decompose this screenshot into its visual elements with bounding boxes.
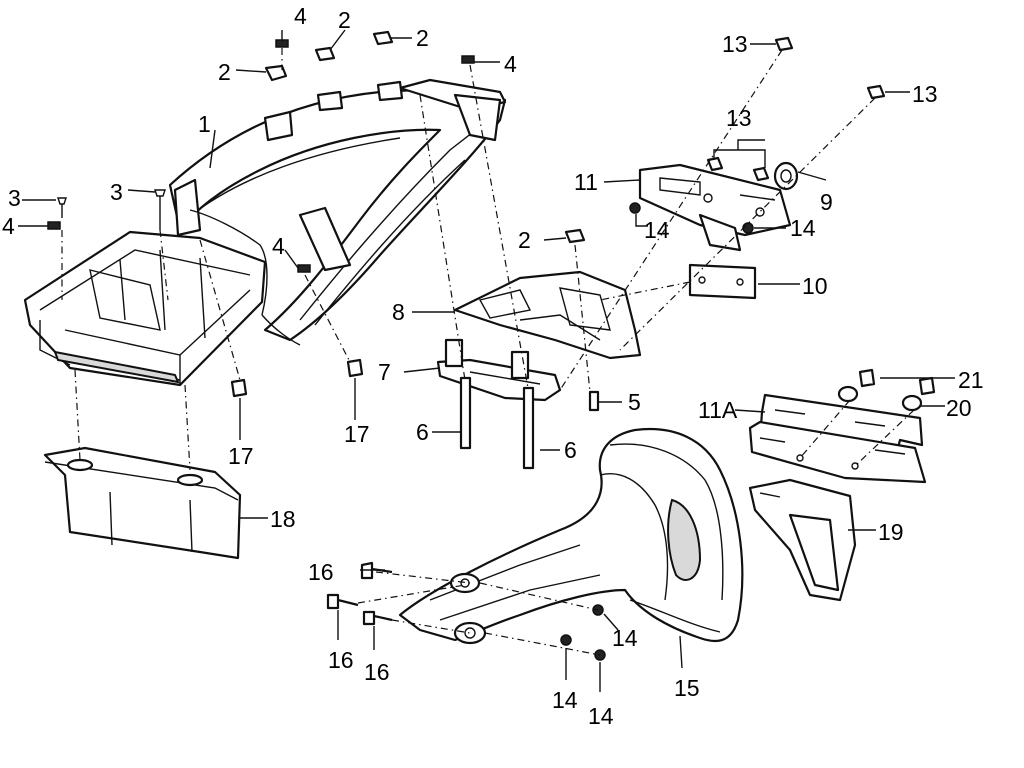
callout-4: 4	[2, 213, 15, 239]
license-light-housing-part	[398, 428, 744, 645]
callout-11a: 11A	[698, 397, 738, 423]
callout-2: 2	[518, 227, 531, 253]
callout-8: 8	[392, 299, 405, 325]
callout-16: 16	[328, 647, 354, 673]
callout-labels: 1 2 2 2 2 3 3 4 4 4 4 5 6 6 7 8 9 10 11 …	[2, 3, 984, 729]
callout-19: 19	[878, 519, 904, 545]
callout-21: 21	[958, 367, 984, 393]
mudflap-part	[43, 446, 242, 560]
plate-strip-part	[688, 263, 757, 300]
leader-lines	[18, 29, 955, 692]
callout-2: 2	[338, 7, 351, 33]
callout-11: 11	[574, 169, 598, 195]
callout-17: 17	[228, 443, 254, 469]
callout-4: 4	[504, 51, 517, 77]
callout-6: 6	[564, 437, 577, 463]
reflector-bracket-part	[748, 478, 857, 602]
callout-10: 10	[802, 273, 828, 299]
callout-16: 16	[364, 659, 390, 685]
callout-14: 14	[644, 217, 670, 243]
callout-2: 2	[416, 25, 429, 51]
fasteners	[47, 30, 936, 661]
callout-18: 18	[270, 506, 296, 532]
callout-6: 6	[416, 419, 429, 445]
callout-14: 14	[552, 687, 578, 713]
callout-1: 1	[198, 111, 211, 137]
callout-13: 13	[726, 105, 752, 131]
callout-4: 4	[294, 3, 307, 29]
callout-5: 5	[628, 389, 641, 415]
callout-4: 4	[272, 233, 285, 259]
callout-14: 14	[588, 703, 614, 729]
callout-3: 3	[110, 179, 123, 205]
callout-3: 3	[8, 185, 21, 211]
callout-14: 14	[790, 215, 816, 241]
mount-bracket-part	[436, 338, 562, 402]
assembly-lines	[61, 48, 915, 656]
rear-fender-part	[168, 78, 507, 346]
callout-15: 15	[674, 675, 700, 701]
callout-14: 14	[612, 625, 638, 651]
callout-2: 2	[218, 59, 231, 85]
callout-9: 9	[820, 189, 833, 215]
callout-20: 20	[946, 395, 972, 421]
callout-13: 13	[722, 31, 748, 57]
callout-13: 13	[912, 81, 938, 107]
lower-plate-bracket-part	[748, 393, 927, 484]
callout-16: 16	[308, 559, 334, 585]
license-plate-holder-part	[453, 270, 642, 360]
battery-tray-part	[23, 230, 267, 387]
callout-7: 7	[378, 359, 391, 385]
callout-17: 17	[344, 421, 370, 447]
